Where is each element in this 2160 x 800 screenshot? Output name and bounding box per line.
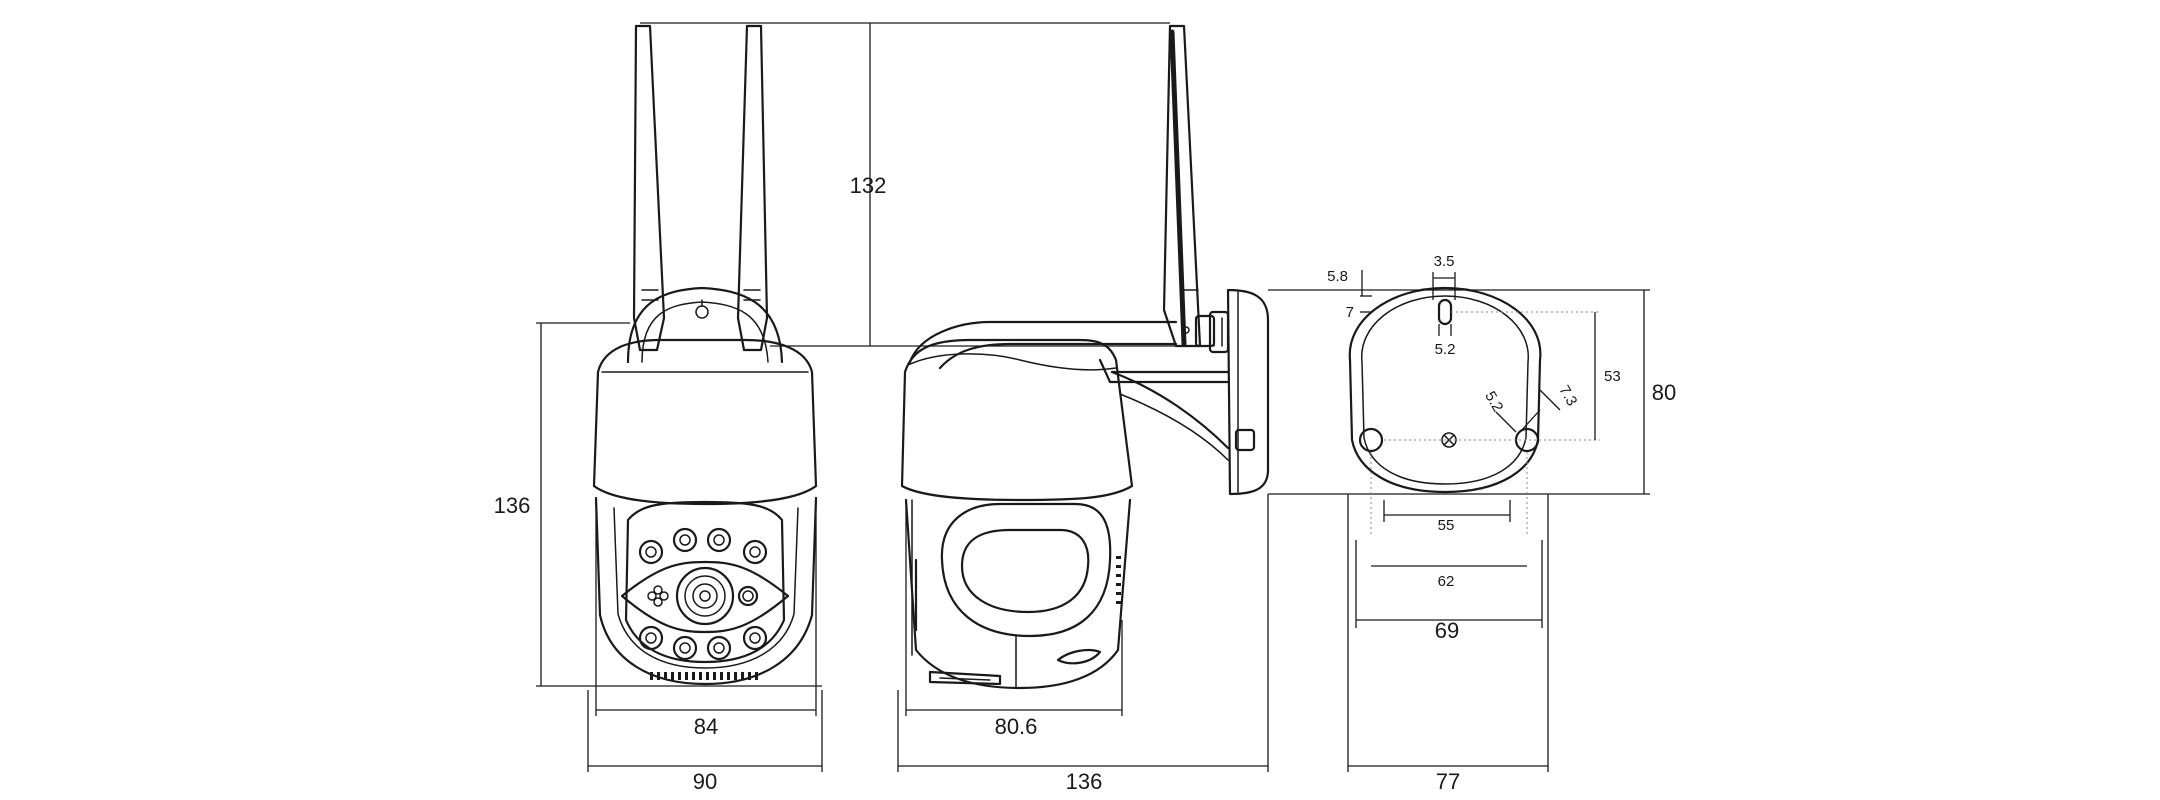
mount-top-offset-label: 5.8 xyxy=(1327,268,1348,285)
side-view xyxy=(900,24,1270,690)
front-main-lens xyxy=(675,566,735,626)
side-dimensions xyxy=(640,22,1269,772)
mount-slot-width-label: 3.5 xyxy=(1434,253,1455,270)
vent-dot xyxy=(1116,592,1121,595)
vent-slot xyxy=(748,672,751,680)
mount-hole-offset-label: 7.3 xyxy=(1555,382,1580,409)
vent-slot xyxy=(741,672,744,680)
front-ir-leds xyxy=(638,527,768,661)
front-vent-slots xyxy=(650,672,758,680)
front-fan-icon xyxy=(647,585,669,607)
mount-view xyxy=(1348,286,1542,494)
vent-slot xyxy=(692,672,695,680)
vent-slot xyxy=(671,672,674,680)
front-lower-housing xyxy=(594,496,818,686)
vent-slot xyxy=(678,672,681,680)
vent-dot xyxy=(1116,565,1121,568)
front-inner-width-label: 84 xyxy=(694,714,718,739)
mount-hole-diameter-label: 5.2 xyxy=(1481,388,1506,415)
mount-width-outer-label: 77 xyxy=(1436,769,1460,794)
vent-slot xyxy=(685,672,688,680)
mount-plate-outline xyxy=(1348,286,1542,494)
mount-dimensions xyxy=(1268,270,1650,772)
vent-slot xyxy=(755,672,758,680)
side-speaker-slot xyxy=(1056,649,1102,665)
mount-hole-spacing-label: 53 xyxy=(1604,368,1621,385)
vent-slot xyxy=(699,672,702,680)
side-antenna-height-label: 132 xyxy=(850,173,887,198)
mount-keyhole-slot xyxy=(1437,298,1453,326)
mount-inner-span-label: 55 xyxy=(1438,517,1455,534)
side-depth-label: 136 xyxy=(1066,769,1103,794)
front-eye-panel xyxy=(620,560,790,634)
vent-slot xyxy=(664,672,667,680)
vent-slot xyxy=(727,672,730,680)
mount-width-inner-label: 69 xyxy=(1435,618,1459,643)
front-upper-housing xyxy=(592,338,818,506)
vent-slot xyxy=(650,672,653,680)
front-bracket-arch xyxy=(626,286,784,364)
front-view xyxy=(592,24,818,686)
side-antenna xyxy=(1162,24,1216,348)
side-upper-housing xyxy=(900,338,1134,502)
vent-dot xyxy=(1116,601,1121,604)
front-height-label: 136 xyxy=(494,493,531,518)
side-vent-dots xyxy=(1116,556,1121,604)
side-arm-top xyxy=(908,320,1178,364)
front-antenna-left xyxy=(632,24,666,352)
vent-slot xyxy=(734,672,737,680)
front-outer-width-label: 90 xyxy=(693,769,717,794)
vent-slot xyxy=(720,672,723,680)
mount-height-label: 80 xyxy=(1652,380,1676,405)
front-light-sensor xyxy=(737,585,759,607)
side-inner-width-label: 80.6 xyxy=(995,714,1038,739)
vent-slot xyxy=(706,672,709,680)
front-dimensions xyxy=(536,322,823,772)
side-arm-brace xyxy=(1110,370,1230,450)
side-lower-housing xyxy=(904,498,1132,690)
mount-slot-bottom-label: 5.2 xyxy=(1435,341,1456,358)
vent-dot xyxy=(1116,556,1121,559)
vent-dot xyxy=(1116,574,1121,577)
vent-slot xyxy=(657,672,660,680)
side-ball-ring xyxy=(940,502,1112,638)
vent-dot xyxy=(1116,583,1121,586)
vent-slot xyxy=(713,672,716,680)
front-bracket-screw xyxy=(695,305,709,319)
side-wall-plate xyxy=(1226,288,1270,496)
mount-hole-span-label: 62 xyxy=(1438,573,1455,590)
front-lens-panel xyxy=(624,500,786,664)
mount-slot-height-label: 7 xyxy=(1346,304,1354,321)
mount-hole-left xyxy=(1358,427,1384,453)
